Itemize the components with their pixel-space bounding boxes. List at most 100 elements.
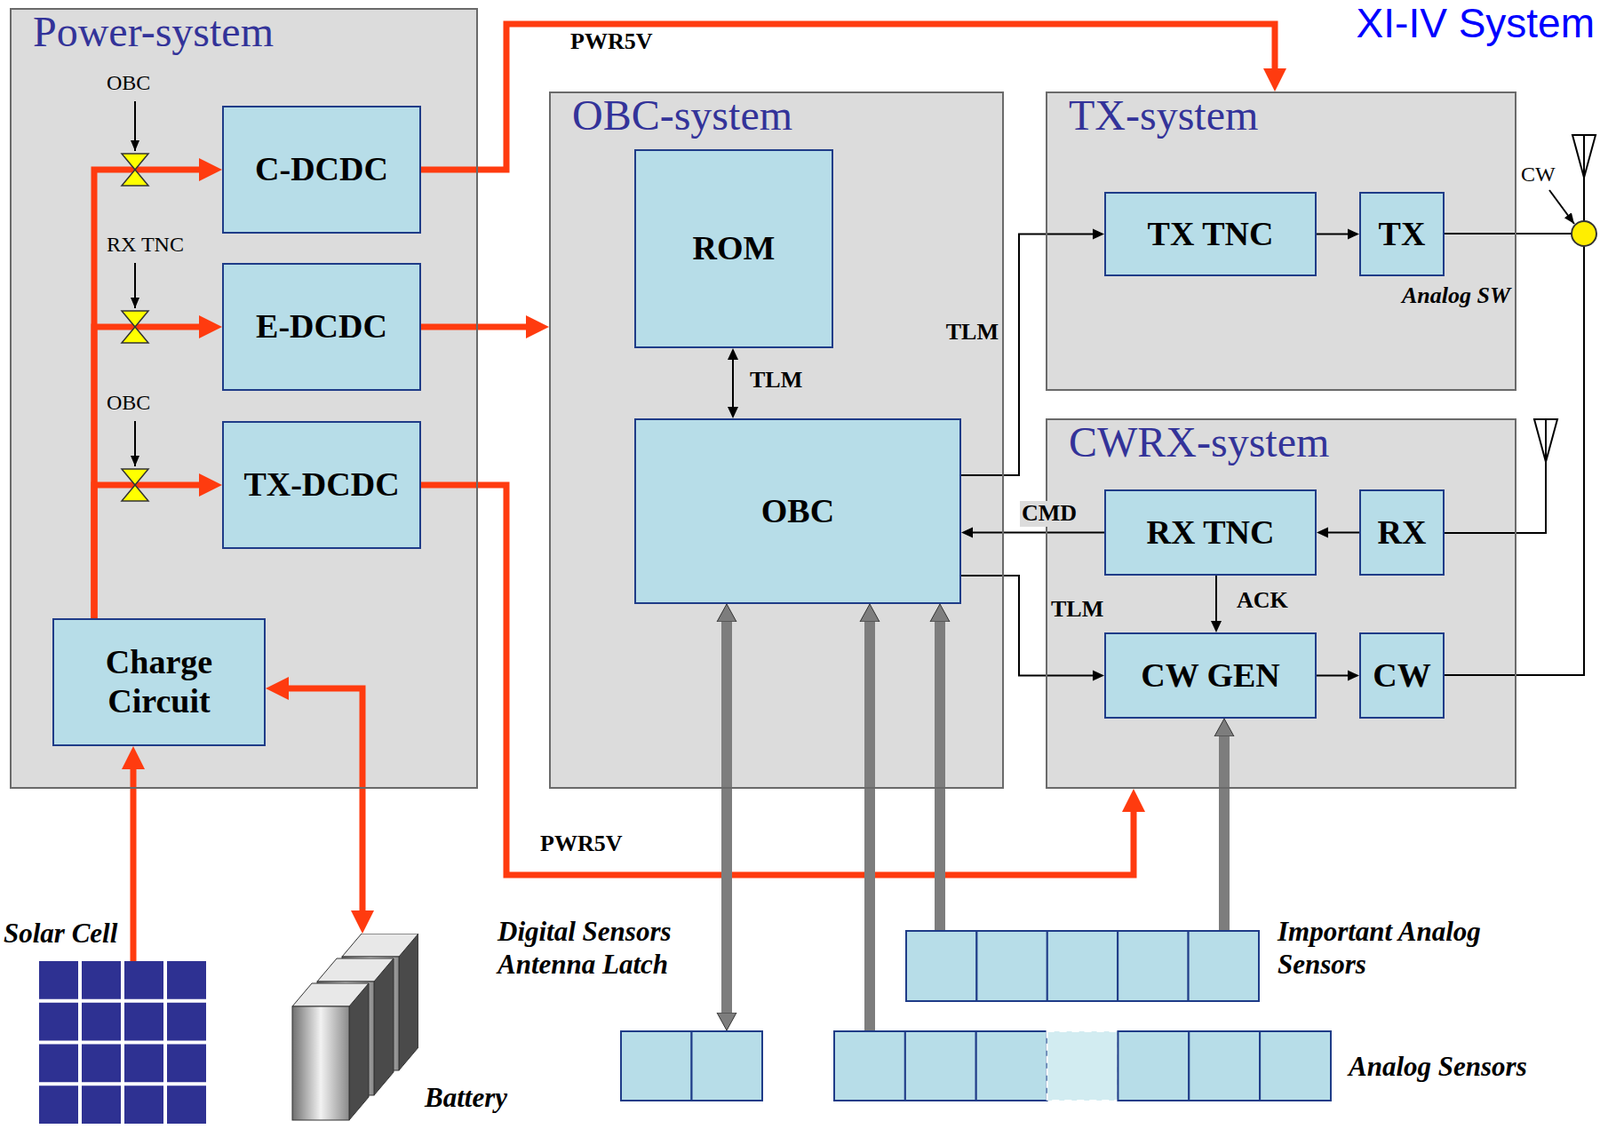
power-line: [94, 485, 200, 619]
solar-cell-tile: [81, 1044, 121, 1083]
solar-cell-tile: [124, 961, 164, 1000]
signal-line: [1215, 575, 1218, 621]
module-box: TX-DCDC: [222, 421, 422, 550]
part-label: Important Analog Sensors: [1277, 915, 1496, 981]
sensor-slot: [1047, 931, 1118, 1002]
subsystem-fill: [1045, 91, 1517, 391]
signal-line: [1316, 233, 1348, 236]
module-box: TX: [1359, 191, 1445, 277]
module-name: E-DCDC: [255, 307, 388, 347]
module-box: ROM: [634, 149, 834, 349]
power-line: [421, 324, 526, 331]
subsystem-fill: [1045, 418, 1517, 789]
sensor-slot: [1117, 1031, 1189, 1101]
solar-panel-drawing: [39, 961, 207, 1124]
control-signal-name: CW: [1520, 162, 1556, 188]
part-name: Analog SW: [1401, 282, 1511, 310]
module-name: RX: [1377, 513, 1427, 553]
module-name: OBC: [761, 492, 835, 532]
solar-cell-tile: [81, 1085, 121, 1124]
module-box: C-DCDC: [222, 105, 422, 234]
rf-wire: [1444, 232, 1572, 235]
solar-cell-tile: [124, 1044, 164, 1083]
module-name: ROM: [692, 229, 776, 269]
battery-cell-top: [292, 983, 369, 1007]
sensor-slot: [905, 1031, 977, 1101]
signal-name: CMD: [1019, 501, 1079, 527]
signal-name: TLM: [944, 319, 1001, 346]
subsystem-heading: Power-system: [11, 9, 477, 55]
module-name: RX TNC: [1146, 513, 1275, 553]
module-name: CW GEN: [1140, 656, 1281, 696]
solar-cell-tile: [39, 1044, 79, 1083]
sensor-bus: [864, 621, 876, 1031]
sensor-slot: [834, 1031, 906, 1101]
signal-name: TLM: [748, 367, 804, 394]
power-switch-symbol: [121, 469, 149, 502]
subsystem-panel: TX-systemTX TNCTX: [1045, 91, 1517, 391]
control-leader: [134, 421, 136, 467]
rf-wire: [1444, 419, 1546, 534]
sensor-bus: [934, 621, 946, 931]
control-leader: [1549, 190, 1575, 224]
analog-switch: [1571, 221, 1597, 247]
sensor-slot: [906, 931, 977, 1002]
solar-cell-tile: [167, 1044, 207, 1083]
solar-cell-tile: [39, 1002, 79, 1042]
rf-wiring: [1444, 135, 1596, 676]
subsystem-panel: OBC-systemROM OBC: [549, 91, 1004, 789]
solar-cell: Solar Cell: [39, 961, 207, 1124]
switch-valves: [121, 101, 149, 502]
subsystem-fill: [9, 7, 478, 789]
module-box: RX TNC: [1104, 489, 1317, 576]
battery-cell-front: [292, 1006, 350, 1121]
sensor-slot: [1259, 1031, 1331, 1101]
signal-line: [1328, 532, 1360, 534]
module-box: Charge Circuit: [52, 618, 266, 747]
solar-cell-tile: [81, 1002, 121, 1042]
module-name: C-DCDC: [254, 150, 389, 190]
subsystem-heading: OBC-system: [550, 93, 1003, 138]
sensor-bus: [721, 621, 733, 1013]
power-switch-symbol: [121, 310, 149, 343]
control-signal-name: OBC: [106, 71, 151, 96]
signal-line: [961, 575, 1093, 677]
control-leader: [134, 262, 136, 309]
battery-cell-top: [317, 958, 394, 982]
control-signal-name: RX TNC: [106, 232, 184, 258]
part-label: Analog Sensors: [1348, 1050, 1528, 1083]
sensor-row: Important Analog Sensors: [905, 930, 1260, 1003]
part-label: Digital Sensors Antenna Latch: [497, 915, 702, 981]
battery-cell-top: [342, 933, 419, 957]
signal-line: [972, 532, 1105, 534]
module-box: CW: [1359, 632, 1445, 719]
module-name: CW: [1372, 656, 1431, 696]
module-name: TX TNC: [1147, 214, 1274, 255]
subsystem-panel: Power-systemC-DCDC E-DCDC TX-DCDC Charge Ci…: [9, 7, 478, 789]
sensor-slot: [1188, 931, 1259, 1002]
signal-name: TLM: [1049, 597, 1106, 623]
solar-cell-tile: [124, 1002, 164, 1042]
sensor-slot: [976, 1031, 1048, 1101]
power-line: [94, 326, 200, 619]
module-box: TX TNC: [1104, 191, 1317, 277]
sensor-bus: [1218, 736, 1230, 931]
sensor-slot: [692, 1031, 764, 1101]
sensor-slot: [620, 1031, 693, 1101]
battery-cell-side: [349, 983, 369, 1121]
solar-cell-tile: [39, 961, 79, 1000]
power-switch-symbol: [121, 153, 149, 186]
signal-name: PWR5V: [568, 29, 654, 56]
battery-cell-side: [374, 958, 394, 1096]
sensor-slot: [1188, 1031, 1260, 1101]
module-name: Charge Circuit: [54, 643, 264, 721]
module-box: OBC: [634, 418, 962, 605]
signal-name: ACK: [1234, 588, 1290, 614]
module-name: TX: [1378, 214, 1426, 255]
subsystem-heading: CWRX-system: [1047, 420, 1515, 465]
part-label: Battery: [424, 1081, 508, 1115]
sensor-slot: [1117, 931, 1188, 1002]
rf-wire: [1444, 246, 1585, 676]
control-signal-name: OBC: [106, 390, 151, 416]
